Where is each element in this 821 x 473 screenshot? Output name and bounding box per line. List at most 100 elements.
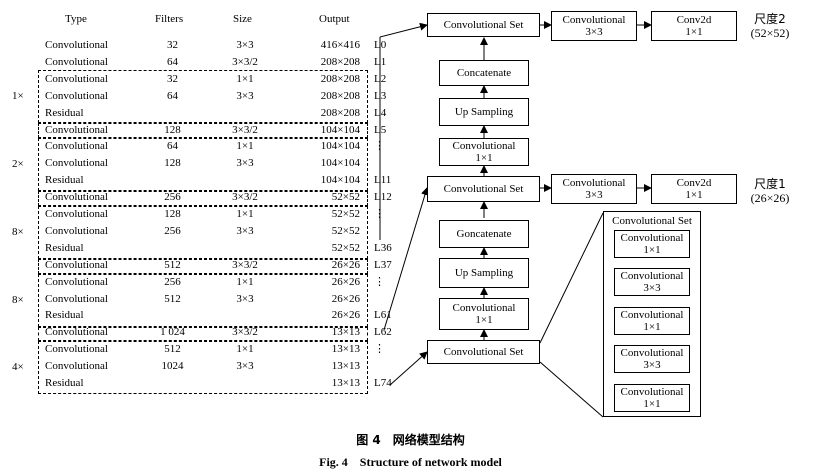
conv-set-mid-label: Convolutional Set xyxy=(443,183,524,195)
scale1-name: 尺度1 xyxy=(754,177,786,191)
table-cell-layer: ⋮ xyxy=(374,276,385,288)
col-header-type: Type xyxy=(65,13,87,25)
downsample-row-l62 xyxy=(38,327,368,341)
table-cell-filters: 512 xyxy=(164,293,181,305)
table-cell-size: 1×1 xyxy=(236,276,254,288)
table-cell-filters: 64 xyxy=(167,56,178,68)
conv-1x1-lower-box: Convolutional 1×1 xyxy=(439,298,529,330)
conv-3x3-top-box: Convolutional 3×3 xyxy=(551,11,637,41)
table-cell-output: 26×26 xyxy=(331,276,360,288)
table-cell-layer: ⋮ xyxy=(374,140,385,152)
upsampling-lower-label: Up Sampling xyxy=(454,267,514,279)
table-cell-filters: 128 xyxy=(164,157,181,169)
detail-item-l1: Convolutional xyxy=(620,270,684,282)
table-cell-layer: ⋮ xyxy=(374,208,385,220)
table-cell-size: 3×3/2 xyxy=(232,326,258,338)
upsampling-upper-label: Up Sampling xyxy=(454,106,514,118)
scale2-size: (52×52) xyxy=(750,26,790,40)
conv2d-mid-box: Conv2d 1×1 xyxy=(651,174,737,204)
table-cell-filters: 32 xyxy=(167,39,178,51)
conv2d-mid-l2: 1×1 xyxy=(685,189,703,201)
table-cell-output: 208×208 xyxy=(320,56,360,68)
table-cell-output: 104×104 xyxy=(320,174,360,186)
table-cell-layer: L2 xyxy=(374,73,387,85)
repeat-label-3: 8× xyxy=(12,226,24,238)
table-cell-type: Convolutional xyxy=(45,140,108,152)
conv-set-bottom-box: Convolutional Set xyxy=(427,340,540,364)
table-cell-filters: 32 xyxy=(167,73,178,85)
table-cell-layer: L12 xyxy=(374,191,392,203)
table-cell-output: 104×104 xyxy=(320,140,360,152)
table-cell-type: Convolutional xyxy=(45,90,108,102)
table-cell-filters: 256 xyxy=(164,276,181,288)
upsampling-upper-box: Up Sampling xyxy=(439,98,529,126)
table-cell-filters: 64 xyxy=(167,90,178,102)
table-cell-output: 26×26 xyxy=(331,293,360,305)
table-cell-filters: 128 xyxy=(164,208,181,220)
table-cell-size: 1×1 xyxy=(236,140,254,152)
table-cell-layer: ⋮ xyxy=(374,343,385,355)
table-cell-size: 3×3/2 xyxy=(232,191,258,203)
conv-3x3-mid-box: Convolutional 3×3 xyxy=(551,174,637,204)
table-cell-output: 208×208 xyxy=(320,90,360,102)
route-line-l74 xyxy=(389,351,428,386)
table-cell-type: Convolutional xyxy=(45,326,108,338)
table-cell-filters: 512 xyxy=(164,343,181,355)
conv-1x1-lower-l2: 1×1 xyxy=(475,314,493,326)
table-cell-type: Convolutional xyxy=(45,259,108,271)
table-cell-type: Convolutional xyxy=(45,360,108,372)
scale2-label: 尺度2 (52×52) xyxy=(741,12,799,40)
table-cell-output: 208×208 xyxy=(320,73,360,85)
conv2d-top-l2: 1×1 xyxy=(685,26,703,38)
detail-item-l2: 3×3 xyxy=(643,282,661,294)
conv-1x1-lower-l1: Convolutional xyxy=(452,302,516,314)
table-cell-type: Convolutional xyxy=(45,56,108,68)
table-cell-output: 104×104 xyxy=(320,157,360,169)
table-cell-type: Residual xyxy=(45,174,84,186)
conv2d-mid-l1: Conv2d xyxy=(676,177,712,189)
conv2d-top-box: Conv2d 1×1 xyxy=(651,11,737,41)
scale1-size: (26×26) xyxy=(750,191,790,205)
conv-1x1-upper-l1: Convolutional xyxy=(452,140,516,152)
upsampling-lower-box: Up Sampling xyxy=(439,258,529,288)
detail-item-l2: 1×1 xyxy=(643,398,661,410)
scale2-name: 尺度2 xyxy=(754,12,786,26)
detail-item-l1: Convolutional xyxy=(620,309,684,321)
conv-3x3-top-l1: Convolutional xyxy=(562,14,626,26)
table-cell-output: 13×13 xyxy=(331,377,360,389)
table-cell-filters: 1 024 xyxy=(160,326,185,338)
conv-1x1-upper-l2: 1×1 xyxy=(475,152,493,164)
table-cell-output: 104×104 xyxy=(320,124,360,136)
residual-group-4 xyxy=(38,341,368,394)
conv-set-mid-box: Convolutional Set xyxy=(427,176,540,202)
conv-3x3-mid-l2: 3×3 xyxy=(585,189,603,201)
residual-group-1 xyxy=(38,70,368,123)
table-cell-output: 416×416 xyxy=(320,39,360,51)
table-cell-size: 3×3 xyxy=(236,90,254,102)
conv-set-detail-title: Convolutional Set xyxy=(612,215,692,227)
conv-set-bottom-label: Convolutional Set xyxy=(443,346,524,358)
concatenate-lower-box: Goncatenate xyxy=(439,220,529,248)
table-cell-size: 3×3/2 xyxy=(232,124,258,136)
col-header-output: Output xyxy=(319,13,350,25)
table-cell-output: 52×52 xyxy=(331,225,360,237)
concatenate-upper-box: Concatenate xyxy=(439,60,529,86)
table-cell-type: Residual xyxy=(45,309,84,321)
downsample-row-l37 xyxy=(38,259,368,274)
table-cell-size: 3×3/2 xyxy=(232,259,258,271)
table-cell-output: 26×26 xyxy=(331,309,360,321)
detail-item-l1: Convolutional xyxy=(620,386,684,398)
table-cell-type: Residual xyxy=(45,377,84,389)
table-cell-size: 3×3/2 xyxy=(232,56,258,68)
table-cell-filters: 128 xyxy=(164,124,181,136)
repeat-label-1: 1× xyxy=(12,90,24,102)
conv-3x3-top-l2: 3×3 xyxy=(585,26,603,38)
caption-en: Fig. 4 Structure of network model xyxy=(319,455,502,469)
table-cell-output: 52×52 xyxy=(331,242,360,254)
table-cell-size: 3×3 xyxy=(236,360,254,372)
